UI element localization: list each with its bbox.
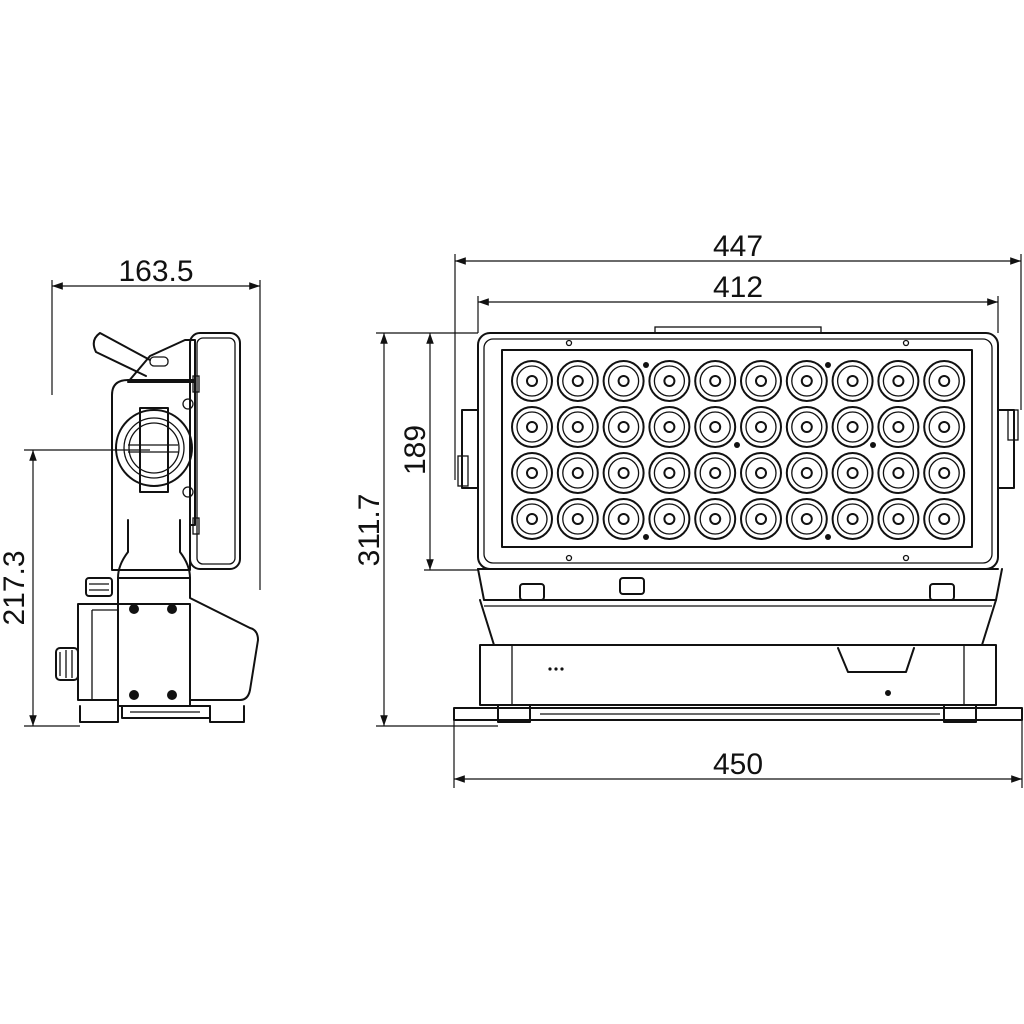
led-lens [831, 360, 874, 402]
led-lens [877, 498, 920, 540]
led-lens [694, 406, 737, 448]
led-lens [694, 360, 737, 402]
led-lens [877, 360, 920, 402]
led-lens [740, 406, 782, 448]
led-lens [831, 452, 874, 494]
led-lens [602, 498, 645, 540]
led-lens [648, 452, 691, 494]
led-lens [648, 406, 691, 448]
led-lens [648, 498, 691, 540]
dimension-lines [24, 254, 1023, 788]
led-lens [556, 360, 599, 402]
led-lens [923, 498, 966, 540]
front-lens-height-label: 189 [399, 425, 432, 475]
pivot-knob [115, 407, 193, 493]
lens-panel-screw [643, 362, 649, 368]
led-lens [602, 360, 645, 402]
lens-panel-screw [870, 442, 876, 448]
led-lens [556, 406, 599, 448]
front-view [453, 326, 1023, 723]
front-overall-width-label: 447 [713, 230, 763, 263]
lens-panel-screw [643, 534, 649, 540]
led-lens [785, 452, 828, 494]
led-lens [785, 498, 828, 540]
led-lens [740, 452, 782, 494]
side-view [55, 332, 259, 723]
led-lens [694, 498, 737, 540]
lens-panel-screw [734, 442, 740, 448]
led-lens [556, 452, 599, 494]
led-lens [602, 406, 645, 448]
led-lens [556, 498, 599, 540]
led-lens [923, 452, 966, 494]
led-lens [511, 498, 553, 540]
base-width-label: 450 [713, 748, 763, 781]
led-lens-grid [511, 360, 966, 540]
led-lens [511, 406, 553, 448]
led-lens [877, 452, 920, 494]
led-lens [602, 452, 645, 494]
led-lens [740, 498, 782, 540]
side-pivot-height-label: 217.3 [0, 550, 31, 625]
led-lens [785, 360, 828, 402]
led-lens [694, 452, 737, 494]
front-overall-height-label: 311.7 [353, 494, 386, 567]
led-lens [877, 406, 920, 448]
led-lens [511, 452, 553, 494]
led-lens [740, 360, 782, 402]
lens-panel-screw [825, 362, 831, 368]
lens-panel-screw [825, 534, 831, 540]
led-lens [648, 360, 691, 402]
side-width-label: 163.5 [118, 255, 193, 288]
led-lens [785, 406, 828, 448]
led-lens [923, 360, 966, 402]
led-lens [511, 360, 553, 402]
front-lens-width-label: 412 [713, 271, 763, 304]
led-lens [831, 406, 874, 448]
led-lens [923, 406, 966, 448]
led-lens [831, 498, 874, 540]
